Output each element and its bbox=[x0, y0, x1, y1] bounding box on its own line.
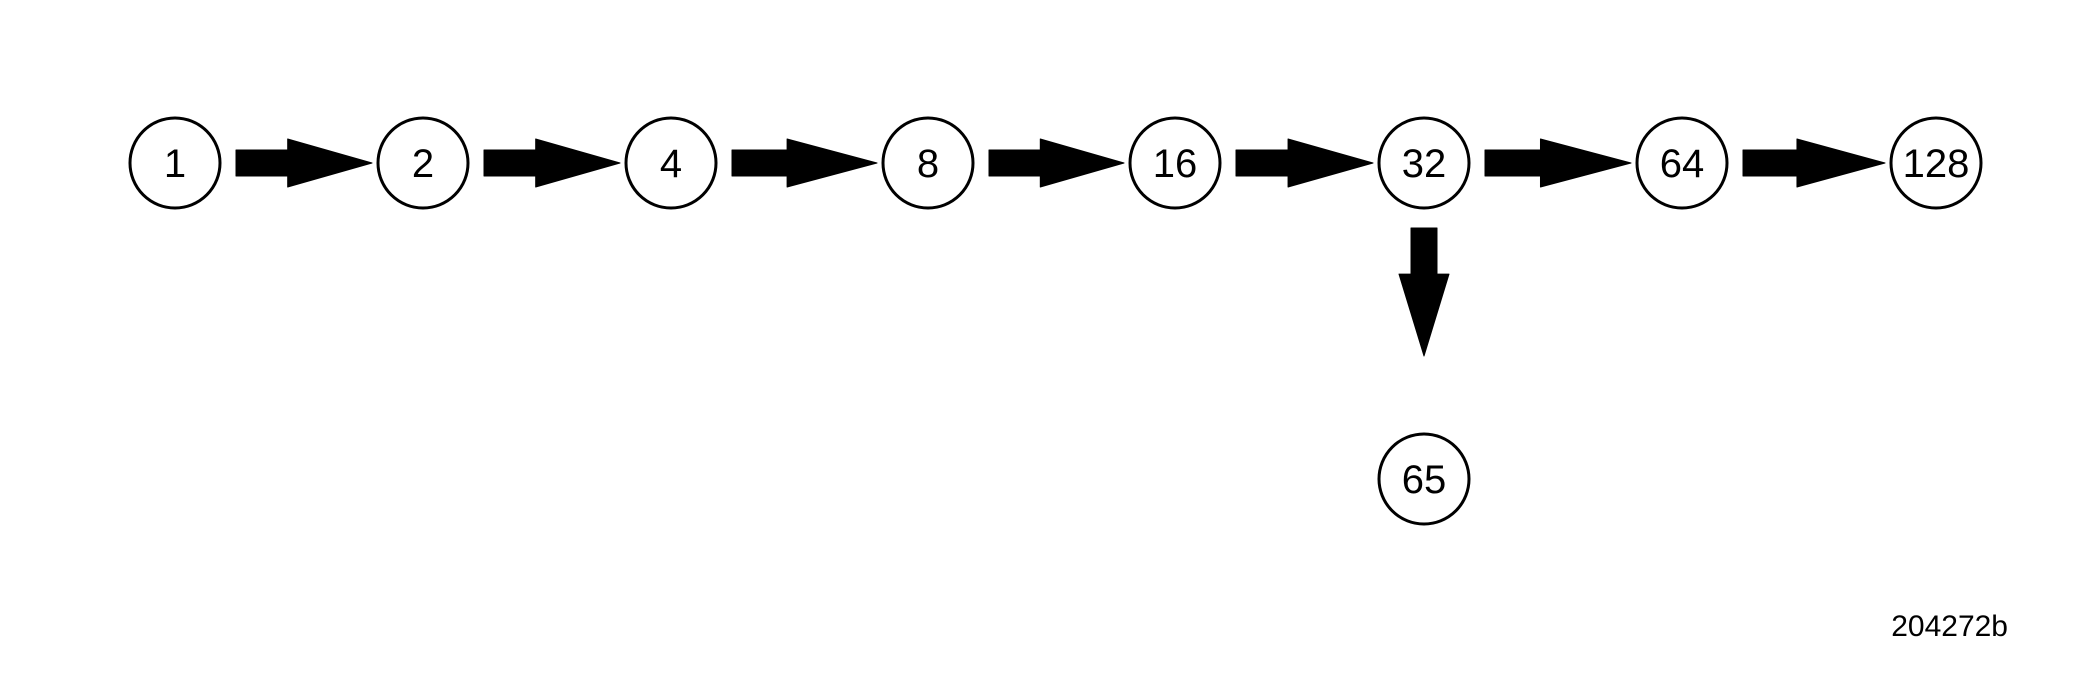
node-circle bbox=[624, 116, 718, 210]
arrow-n64-to-n128 bbox=[1742, 138, 1886, 188]
nodes-layer: 1 2 4 8 16 32 64 128 65 bbox=[128, 116, 1983, 526]
node-label: 32 bbox=[1402, 142, 1447, 186]
node-circle bbox=[1128, 116, 1222, 210]
arrow-n2-to-n4 bbox=[483, 138, 621, 188]
node-circle bbox=[128, 116, 222, 210]
arrow-n1-to-n2 bbox=[235, 138, 373, 188]
node-circle bbox=[1889, 116, 1983, 210]
node-label: 128 bbox=[1903, 142, 1970, 186]
node-128: 128 bbox=[1889, 116, 1983, 210]
node-65: 65 bbox=[1377, 432, 1471, 526]
node-label: 16 bbox=[1153, 142, 1198, 186]
node-1: 1 bbox=[128, 116, 222, 210]
figure-id-label: 204272b bbox=[1891, 610, 2008, 643]
node-8: 8 bbox=[881, 116, 975, 210]
arrow-n16-to-n32 bbox=[1235, 138, 1374, 188]
node-label: 8 bbox=[917, 142, 939, 186]
node-2: 2 bbox=[376, 116, 470, 210]
node-label: 1 bbox=[164, 142, 186, 186]
node-label: 2 bbox=[412, 142, 434, 186]
node-4: 4 bbox=[624, 116, 718, 210]
arrow-n32-to-n64 bbox=[1484, 138, 1632, 188]
node-circle bbox=[376, 116, 470, 210]
node-circle bbox=[1377, 116, 1471, 210]
node-circle bbox=[1377, 432, 1471, 526]
node-label: 65 bbox=[1402, 458, 1447, 502]
arrow-n4-to-n8 bbox=[731, 138, 878, 188]
node-32: 32 bbox=[1377, 116, 1471, 210]
node-16: 16 bbox=[1128, 116, 1222, 210]
arrow-n8-to-n16 bbox=[988, 138, 1125, 188]
node-label: 4 bbox=[660, 142, 682, 186]
arrow-n32-to-n65 bbox=[1398, 227, 1450, 357]
node-label: 64 bbox=[1660, 142, 1705, 186]
node-circle bbox=[881, 116, 975, 210]
node-64: 64 bbox=[1635, 116, 1729, 210]
node-circle bbox=[1635, 116, 1729, 210]
arrows-layer bbox=[235, 138, 1886, 357]
